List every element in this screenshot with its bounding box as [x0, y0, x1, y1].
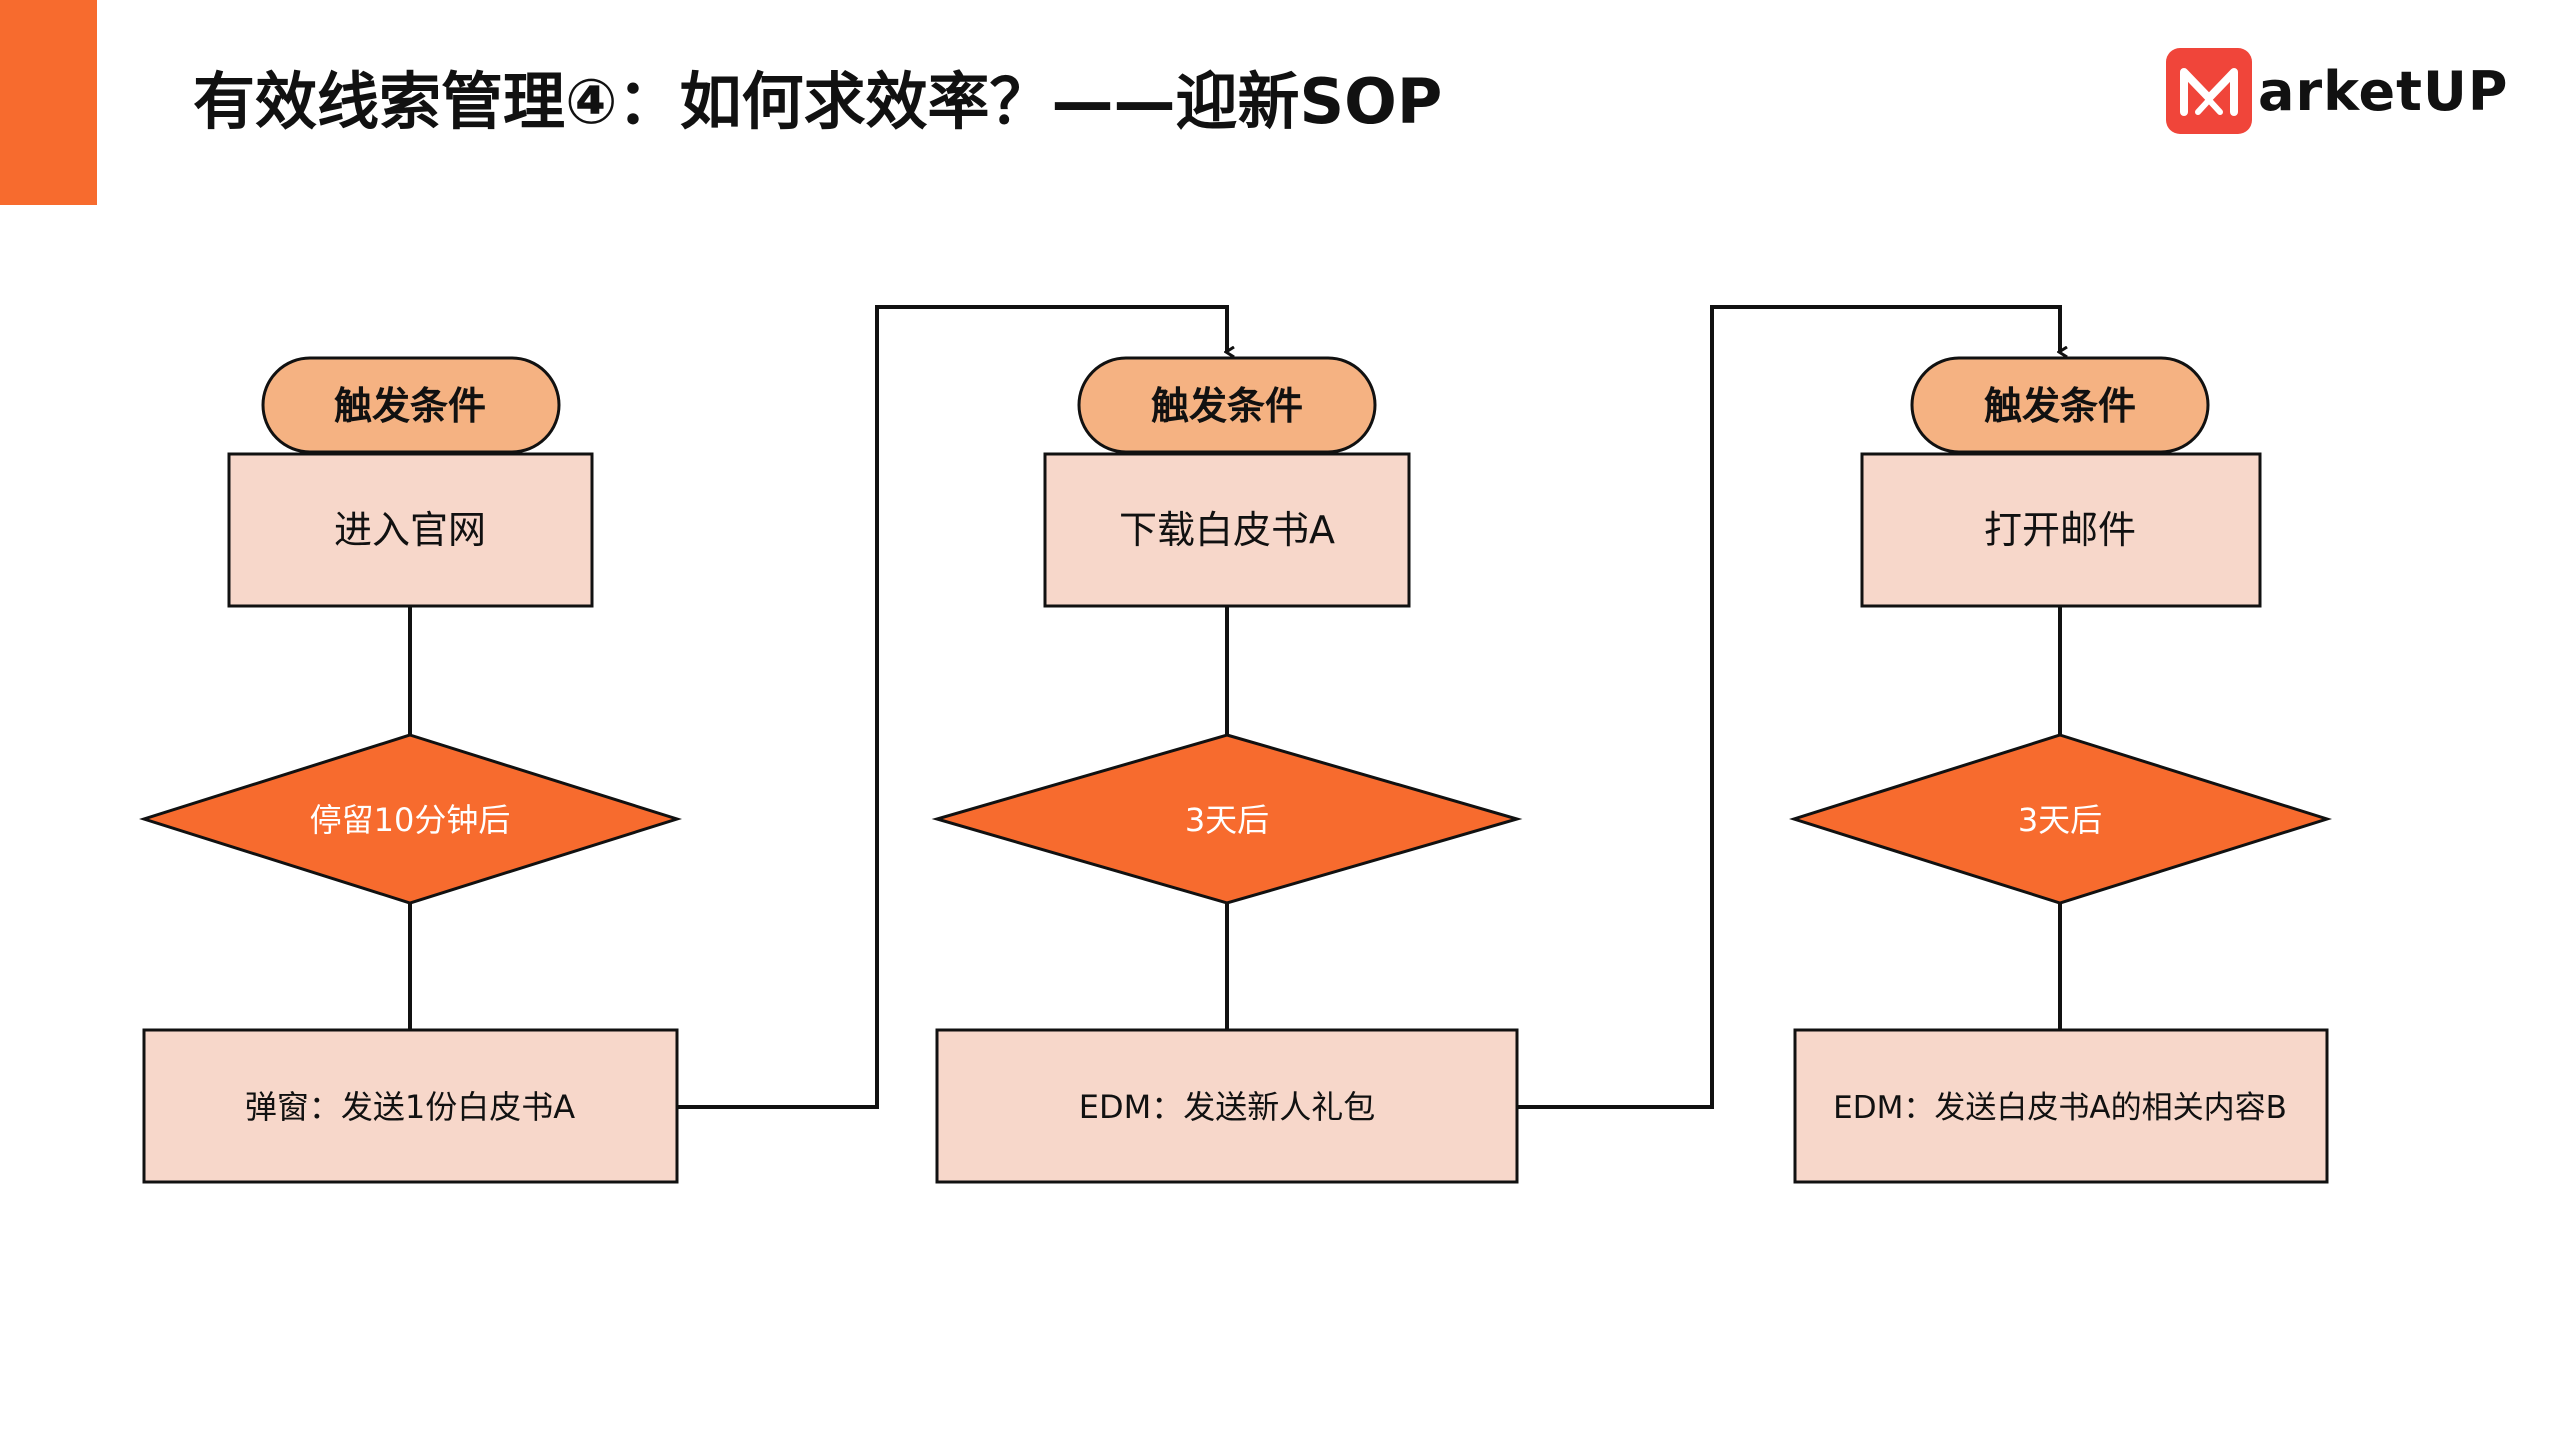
delay-diamond	[139, 733, 682, 905]
flow-arrow-1-to-2	[677, 305, 1227, 1109]
trigger-label: 触发条件	[334, 384, 486, 428]
M-logo-icon	[2166, 48, 2252, 134]
trigger-event-box	[1043, 452, 1411, 608]
trigger-event: 进入官网	[334, 508, 486, 552]
action-label: EDM：发送新人礼包	[1079, 1088, 1375, 1126]
brand-logo: arketUP	[2166, 48, 2508, 134]
trigger-pill	[261, 356, 561, 454]
page-title: 有效线索管理④：如何求效率？——迎新SOP	[193, 65, 1443, 138]
trigger-event: 打开邮件	[1984, 508, 2136, 552]
action-box	[1793, 1028, 2329, 1184]
flow-column-3: 触发条件 打开邮件 3天后 EDM：发送白皮书A的相关内容B	[1789, 356, 2332, 1184]
action-box	[935, 1028, 1519, 1184]
trigger-event-box	[1860, 452, 2262, 608]
flow-connectors	[408, 305, 2060, 1109]
accent-bar	[0, 0, 97, 205]
delay-diamond	[931, 733, 1523, 905]
trigger-label: 触发条件	[1151, 384, 1303, 428]
trigger-event-box	[227, 452, 594, 608]
delay-label: 3天后	[1185, 801, 1269, 839]
flow-column-1: 触发条件 进入官网 停留10分钟后 弹窗：发送1份白皮书A	[139, 356, 682, 1184]
delay-label: 3天后	[2018, 801, 2102, 839]
action-label: 弹窗：发送1份白皮书A	[245, 1088, 575, 1126]
trigger-event: 下载白皮书A	[1119, 508, 1335, 552]
action-label: EDM：发送白皮书A的相关内容B	[1833, 1090, 2287, 1126]
action-box	[142, 1028, 679, 1184]
trigger-label: 触发条件	[1984, 384, 2136, 428]
flow-column-2: 触发条件 下载白皮书A 3天后 EDM：发送新人礼包	[931, 356, 1523, 1184]
delay-diamond	[1789, 733, 2332, 905]
trigger-pill	[1077, 356, 1377, 454]
flow-arrow-2-to-3	[1517, 305, 2060, 1109]
trigger-pill	[1910, 356, 2210, 454]
logo-text: arketUP	[2258, 59, 2509, 123]
delay-label: 停留10分钟后	[310, 801, 511, 839]
